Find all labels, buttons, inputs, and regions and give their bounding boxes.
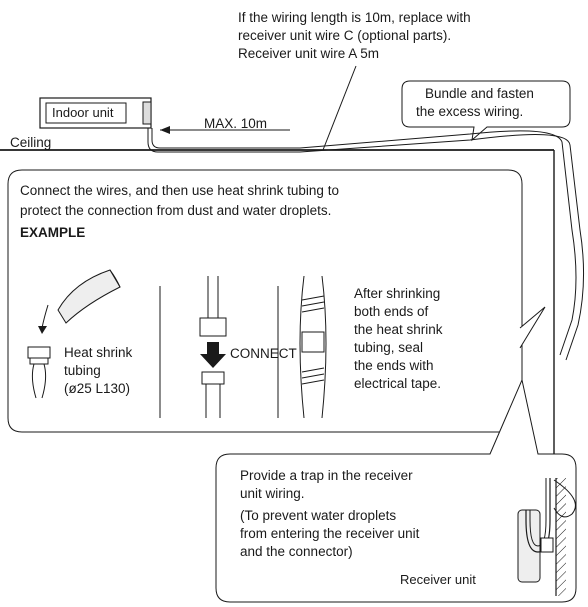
connect-plug-upper	[199, 317, 227, 337]
heat-shrink-direction-arrowhead	[38, 326, 47, 334]
trap-wire-loop	[525, 478, 551, 553]
ceiling-label: Ceiling	[10, 135, 52, 150]
connect-callout-line-2: protect the connection from dust and wat…	[20, 203, 332, 218]
heat-shrink-wire	[31, 363, 47, 399]
indoor-unit-side	[142, 101, 152, 125]
receiver-unit-label: Receiver unit	[400, 572, 476, 587]
indoor-unit-label-frame	[45, 102, 127, 124]
after-shrinking-line-5: the ends with	[354, 358, 434, 373]
heat-shrink-tube-cut	[109, 269, 121, 288]
connect-wire-lower	[205, 384, 221, 418]
shrunk-wire-right	[321, 275, 327, 419]
heat-shrink-line-3: (ø25 L130)	[64, 381, 131, 396]
wall-trap-loop	[553, 479, 576, 518]
shrunk-wire-left	[299, 275, 305, 419]
trap-callout-bubble	[215, 378, 577, 603]
bundle-callout-line-1: Bundle and fasten	[425, 86, 534, 101]
after-shrinking-line-2: both ends of	[354, 304, 429, 319]
top-note-leader	[322, 65, 357, 151]
indoor-unit-label: Indoor unit	[52, 105, 114, 120]
shrunk-connector	[301, 331, 325, 353]
after-shrinking-line-3: the heat shrink	[354, 322, 443, 337]
wire-bundle-outer	[147, 128, 585, 361]
heat-shrink-line-1: Heat shrink	[64, 345, 133, 360]
after-shrinking-line-1: After shrinking	[354, 286, 441, 301]
receiver-wall	[556, 478, 566, 596]
trap-callout-line-3: (To prevent water droplets	[240, 508, 397, 523]
shrunk-tape-top	[301, 295, 325, 313]
connect-label: CONNECT	[230, 346, 297, 361]
example-label: EXAMPLE	[20, 225, 86, 240]
max-length-label: MAX. 10m	[204, 116, 268, 131]
trap-callout-line-1: Provide a trap in the receiver	[240, 468, 413, 483]
trap-callout-line-5: and the connector)	[240, 544, 353, 559]
shrunk-tape-bottom	[301, 367, 325, 385]
heat-shrink-line-2: tubing	[64, 363, 101, 378]
wire-bundle-inner	[151, 128, 577, 356]
bundle-callout-line-2: the excess wiring.	[416, 104, 524, 119]
connect-wire-upper	[207, 276, 219, 318]
trap-callout-line-2: unit wiring.	[240, 486, 305, 501]
trap-connector	[540, 537, 554, 553]
heat-shrink-connector-top	[27, 346, 51, 359]
connect-plug-lower	[201, 371, 225, 385]
trap-wire-loop-inner	[529, 478, 547, 547]
trap-callout-line-4: from entering the receiver unit	[240, 526, 420, 541]
top-note-line-2: receiver unit wire C (optional parts).	[238, 28, 452, 43]
top-note-line-1: If the wiring length is 10m, replace wit…	[238, 10, 471, 25]
connect-callout-line-1: Connect the wires, and then use heat shr…	[20, 183, 339, 198]
after-shrinking-line-6: electrical tape.	[354, 376, 442, 391]
top-note-line-3: Receiver unit wire A 5m	[238, 46, 380, 61]
max-length-arrowhead	[160, 126, 170, 134]
connect-callout-pointer	[519, 306, 546, 349]
connect-arrow	[200, 342, 226, 368]
heat-shrink-connector-bottom	[29, 357, 49, 365]
after-shrinking-line-4: tubing, seal	[354, 340, 424, 355]
